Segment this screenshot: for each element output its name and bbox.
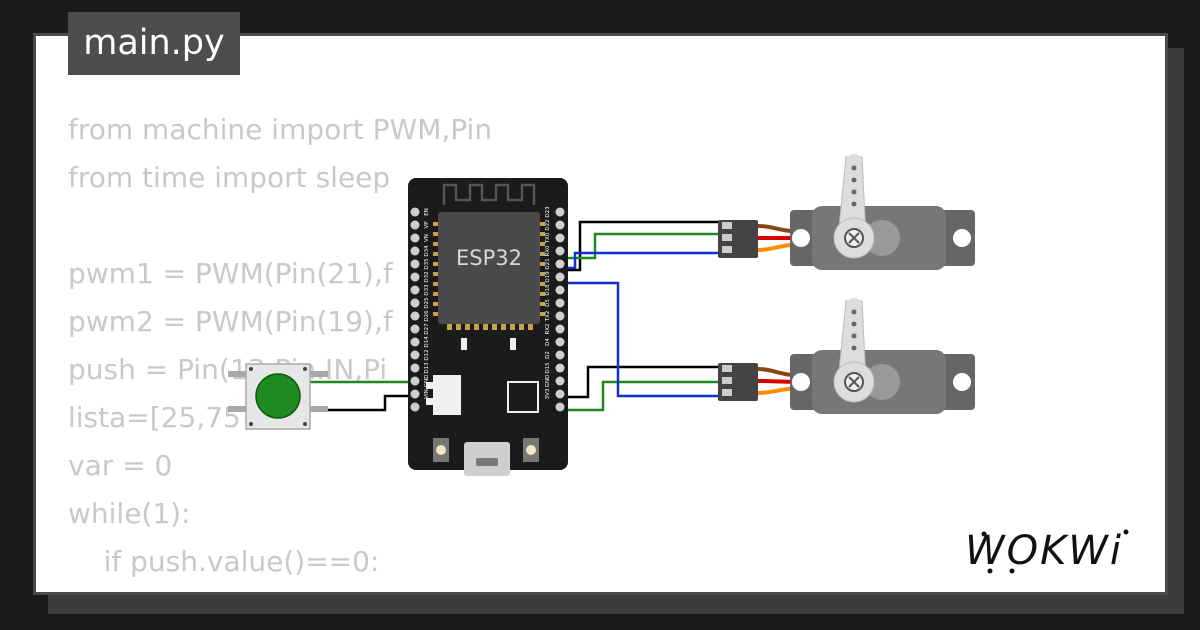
code-line: push = Pin(13,Pin.IN,Pi: [68, 353, 388, 386]
pin-label: VIN: [424, 389, 430, 399]
pin-label: D15: [545, 362, 551, 374]
right-pin-labels: D23D22TX0RX0D21D19D18D5TX2RX2D4D2D15GND3…: [545, 206, 551, 400]
wires-servo-1: [560, 220, 722, 272]
pin-label: 3V3: [545, 388, 551, 399]
wire-green-servo-1[interactable]: [560, 232, 722, 260]
wires-servo-2: [560, 281, 722, 412]
wire-blue-servo-2[interactable]: [560, 281, 722, 398]
wire-black-servo-2[interactable]: [560, 365, 722, 399]
pin-label: D18: [545, 284, 551, 296]
pin-label: TX2: [545, 311, 551, 323]
servo-motor-icon[interactable]: [718, 298, 975, 414]
pin-label: D14: [424, 336, 430, 348]
code-line: from time import sleep: [68, 161, 391, 194]
pin-label: D13: [424, 362, 430, 374]
antenna-trace-icon: [442, 183, 536, 205]
esp32-chip-label: ESP32: [456, 246, 522, 270]
pin-label: D22: [545, 219, 551, 230]
pin-label: TX0: [545, 232, 551, 244]
pin-label: D21: [545, 258, 551, 269]
voltage-regulator-icon: [433, 375, 461, 415]
pin-label: D27: [424, 323, 430, 335]
pin-label: D25: [424, 297, 430, 309]
pin-label: VN: [424, 234, 430, 242]
editor-card: from machine import PWM,Pin from time imp…: [33, 33, 1168, 595]
wokwi-logo: WOKWi: [965, 528, 1129, 574]
pin-label: GND: [424, 375, 430, 388]
pin-label: D12: [424, 349, 430, 360]
pin-label: VP: [424, 221, 430, 229]
pin-label: D33: [424, 284, 430, 296]
left-pin-header: [410, 207, 420, 412]
pin-label: GND: [545, 375, 551, 388]
smd-parts: [461, 338, 516, 350]
button-cap[interactable]: [255, 373, 301, 419]
pin-label: D19: [545, 271, 551, 283]
pin-label: RX2: [545, 323, 551, 334]
push-button-icon[interactable]: [228, 363, 328, 430]
pin-label: RX0: [545, 245, 551, 257]
servo-motor-icon[interactable]: [718, 154, 975, 270]
wire-blue-servo-1[interactable]: [560, 251, 722, 270]
wokwi-logo-text: WOKWi: [965, 528, 1123, 574]
chip-castellations: [433, 222, 545, 330]
pin-label: D35: [424, 258, 430, 270]
code-editor[interactable]: from machine import PWM,Pin from time imp…: [68, 106, 493, 592]
wires-button: [310, 380, 415, 412]
wire-black-servo-1[interactable]: [560, 220, 722, 272]
pin-label: D2: [545, 351, 551, 359]
code-line: pwm2 = PWM(Pin(19),f: [68, 305, 393, 338]
pin-label: D34: [424, 245, 430, 257]
esp32-chip: [438, 212, 540, 324]
esp32-board-icon[interactable]: ESP32 ENVPVND34D35D32D33D25D26D27D14D12D…: [408, 178, 568, 476]
pin-label: EN: [424, 208, 430, 216]
wire-green-servo-2[interactable]: [560, 380, 722, 412]
code-line: var = 0: [68, 449, 173, 482]
code-line: while(1):: [68, 497, 191, 530]
code-line: from machine import PWM,Pin: [68, 113, 493, 146]
wire-black-button[interactable]: [310, 394, 415, 412]
pin-label: D23: [545, 206, 551, 218]
right-pin-header: [555, 207, 565, 412]
left-pin-labels: EN VP VN D34D35D32D33D25D26D27D14D12D13GNDV…: [424, 208, 430, 399]
pin-label: D4: [545, 338, 551, 346]
code-line: pwm1 = PWM(Pin(21),f: [68, 257, 393, 290]
code-line: if push.value()==0:: [68, 545, 380, 578]
pin-label: D32: [424, 271, 430, 282]
usb-uart-chip-icon: [507, 381, 539, 413]
pin-label: D26: [424, 310, 430, 322]
pin-label: D5: [545, 299, 551, 307]
code-line: lista=[25,75: [68, 401, 241, 434]
file-tab-main-py[interactable]: main.py: [68, 12, 240, 75]
